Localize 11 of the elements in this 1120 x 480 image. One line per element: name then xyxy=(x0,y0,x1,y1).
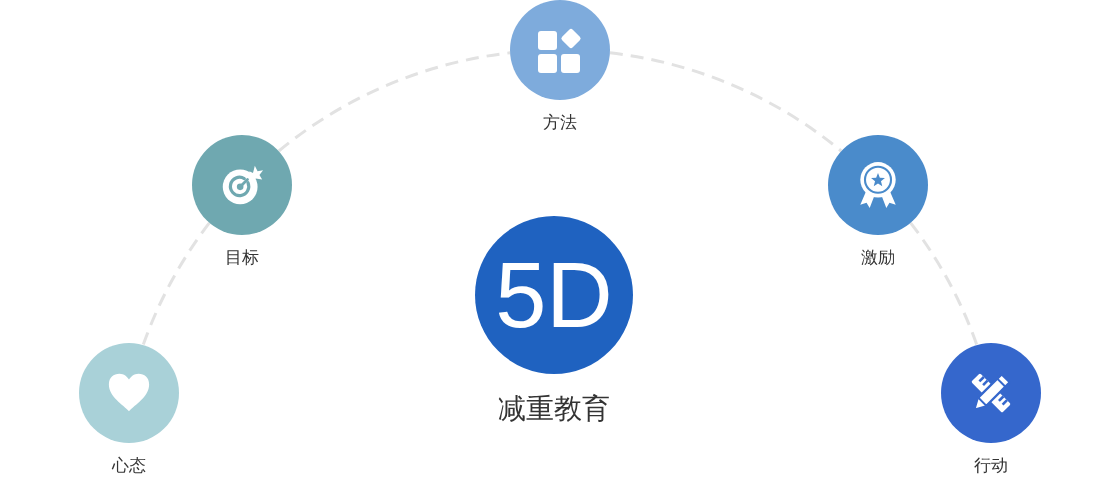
dashed-arc-connector xyxy=(609,51,843,153)
circle-caption: 激励 xyxy=(860,246,895,268)
circle-caption: 目标 xyxy=(225,246,260,268)
dashed-arc-connector xyxy=(277,51,511,153)
circle-caption: 心态 xyxy=(112,454,147,475)
circle-caption: 行动 xyxy=(973,454,1008,475)
circle-caption: 方法 xyxy=(543,112,577,133)
dashed-arc-connector xyxy=(141,221,211,346)
dashed-arc-connector xyxy=(909,221,979,346)
hub-title: 5D xyxy=(495,249,613,341)
circle-caption: 减重教育 xyxy=(498,392,610,426)
